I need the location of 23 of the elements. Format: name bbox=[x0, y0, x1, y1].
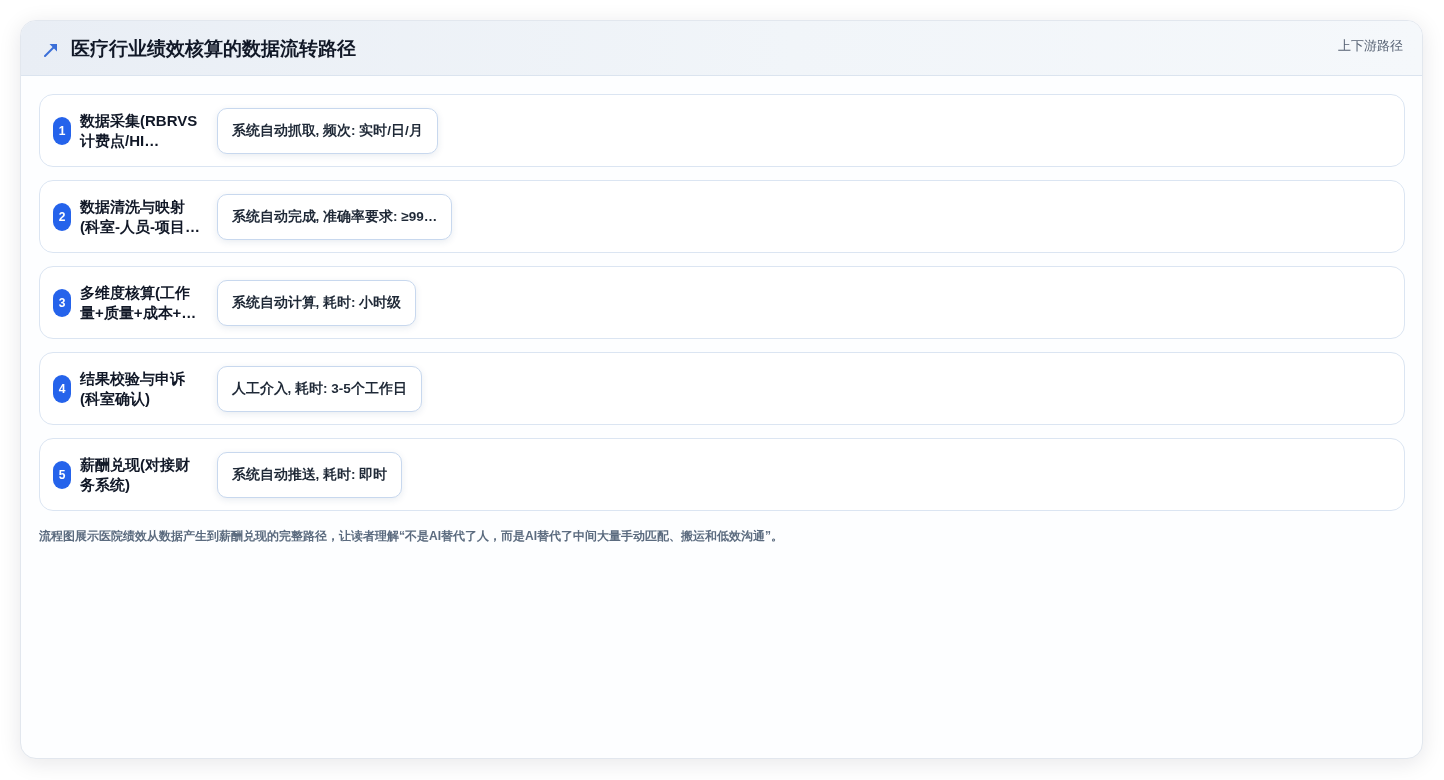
step-number-badge: 1 bbox=[53, 116, 71, 145]
step-title: 结果校验与申诉(科室确认) bbox=[80, 368, 186, 409]
step-title: 多维度核算(工作量+质量+成本+… bbox=[80, 282, 198, 323]
detail-chip: 系统自动计算, 耗时: 小时级 bbox=[216, 279, 417, 326]
step-card bbox=[39, 94, 1405, 167]
step-number-badge: 4 bbox=[53, 374, 71, 403]
step-card bbox=[39, 266, 1405, 339]
card-title: 医疗行业绩效核算的数据流转路径 bbox=[71, 37, 356, 61]
caption-text: 流程图展示医院绩效从数据产生到薪酬兑现的完整路径，让读者理解“不是AI替代了人，而是AI替代了中间大量手动匹配、搬运和低效沟通”。 bbox=[39, 528, 783, 545]
detail-chip: 系统自动推送, 耗时: 即时 bbox=[216, 451, 403, 498]
step-number-badge: 2 bbox=[53, 202, 71, 231]
step-number-badge: 5 bbox=[53, 460, 71, 489]
step-card bbox=[39, 438, 1405, 511]
step-title: 薪酬兑现(对接财务系统) bbox=[80, 454, 191, 495]
detail-chip: 系统自动抓取, 频次: 实时/日/月 bbox=[216, 107, 438, 154]
step-card bbox=[39, 352, 1405, 425]
step-number-badge: 3 bbox=[53, 288, 71, 317]
step-title: 数据采集(RBRVS计费点/HI… bbox=[80, 110, 199, 151]
step-card bbox=[39, 180, 1405, 253]
header-note: 上下游路径 bbox=[1338, 38, 1403, 55]
step-title: 数据清洗与映射(科室-人员-项目… bbox=[80, 196, 201, 237]
detail-chip: 人工介入, 耗时: 3-5个工作日 bbox=[216, 365, 422, 412]
detail-chip: 系统自动完成, 准确率要求: ≥99… bbox=[216, 193, 453, 240]
